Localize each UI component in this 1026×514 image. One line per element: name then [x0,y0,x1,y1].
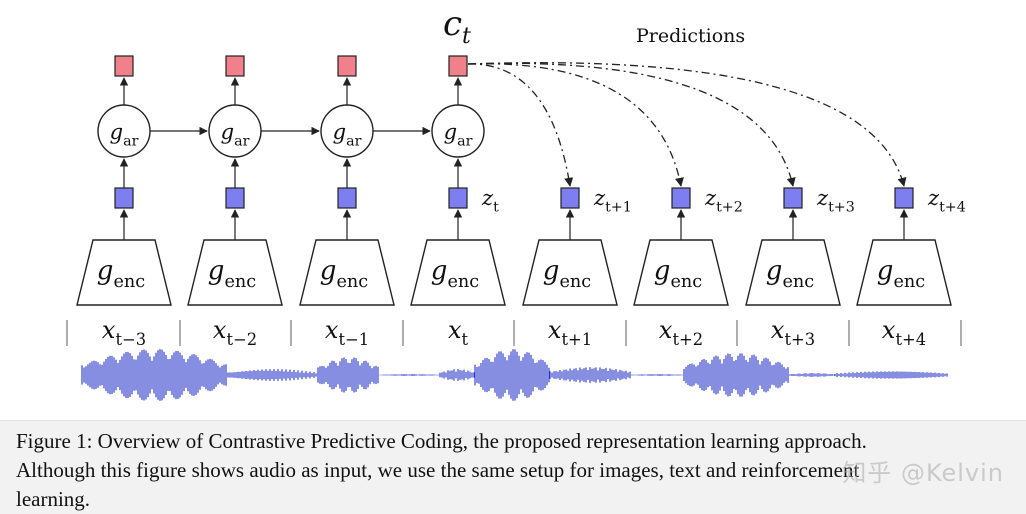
latent-box-1 [114,187,134,209]
context-box-1 [114,55,134,77]
audio-waveform [81,349,948,401]
autoregressive-label-4: gar [444,120,473,149]
z-label-3: zt+2 [704,186,743,215]
x-label-7: xt+3 [771,316,815,349]
watermark: 知乎 @Kelvin [842,459,1004,487]
z-label-5: zt+4 [927,186,966,215]
encoder-7 [745,239,841,306]
encoder-5 [522,239,618,306]
prediction-arrow-1 [467,63,574,187]
encoder-2 [187,239,283,306]
prediction-arrow-4 [467,62,907,187]
encoder-4 [410,239,506,306]
encoder-label-2: genc [208,256,256,292]
z-label-1: zt [481,186,499,215]
x-label-5: xt+1 [548,316,592,349]
x-label-1: xt−3 [102,316,146,349]
caption-line-3: learning. [16,487,91,511]
x-label-8: xt+4 [882,316,926,349]
autoregressive-label-2: gar [221,120,250,149]
prediction-arrow-2 [467,63,684,187]
cpc-diagram: ct Predictions genc xt−3 gar genc xt−2 gar gen… [66,4,966,401]
encoder-label-1: genc [97,256,145,292]
latent-box-4 [448,187,468,209]
encoder-3 [299,239,395,306]
predictions-label: Predictions [636,25,745,47]
prediction-arrows [467,62,907,187]
latent-box-2 [225,187,245,209]
encoder-label-5: genc [543,256,591,292]
z-label-4: zt+3 [816,186,855,215]
encoder-label-8: genc [877,256,925,292]
encoder-label-7: genc [766,256,814,292]
latent-box-3 [337,187,357,209]
context-box-4 [448,55,468,77]
context-label: ct [443,4,471,49]
latent-box-7 [783,187,803,209]
autoregressive-label-3: gar [333,120,362,149]
figure-caption: Figure 1: Overview of Contrastive Predic… [0,420,1026,514]
x-label-4: xt [448,316,469,349]
context-box-2 [225,55,245,77]
z-label-2: zt+1 [593,186,632,215]
prediction-arrow-3 [467,62,796,187]
encoder-label-6: genc [654,256,702,292]
encoder-1 [76,239,172,306]
caption-line-1: Figure 1: Overview of Contrastive Predic… [16,429,867,453]
latent-box-6 [671,187,691,209]
latent-box-5 [560,187,580,209]
x-label-6: xt+2 [659,316,703,349]
autoregressive-label-1: gar [110,120,139,149]
encoder-8 [856,239,952,306]
encoder-label-4: genc [431,256,479,292]
waveform-trace [81,349,948,401]
context-box-3 [337,55,357,77]
x-label-3: xt−1 [325,316,369,349]
encoder-6 [633,239,729,306]
caption-line-2: Although this figure shows audio as inpu… [16,458,860,482]
latent-box-8 [894,187,914,209]
x-label-2: xt−2 [213,316,257,349]
encoder-label-3: genc [320,256,368,292]
